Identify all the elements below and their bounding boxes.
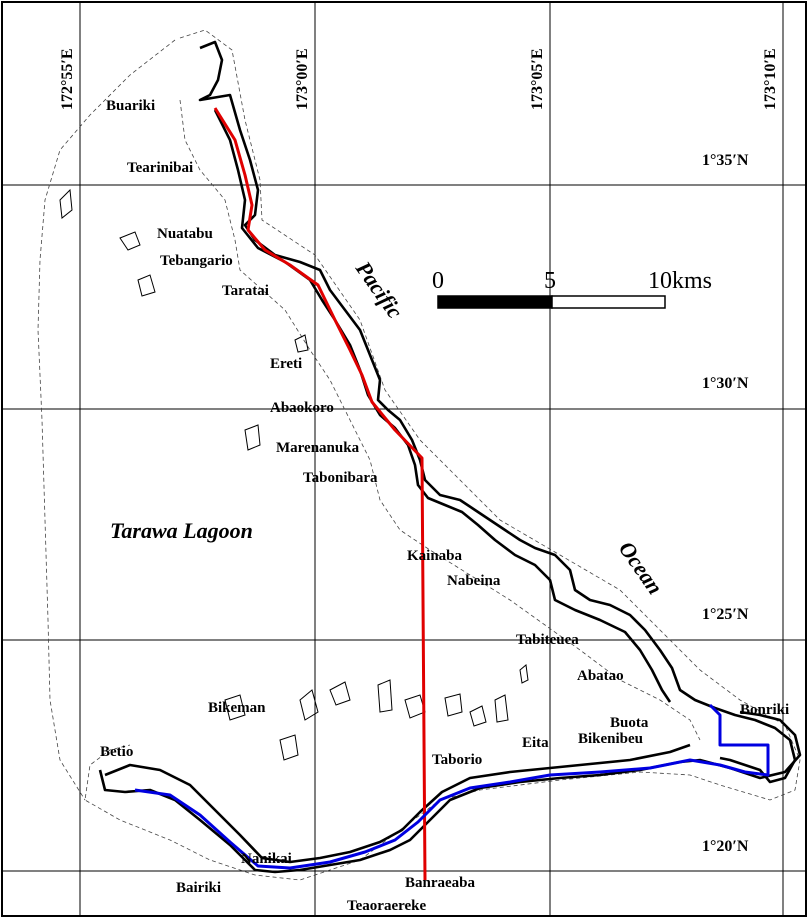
lagoon-islets [59,188,529,761]
latitude-label: 1°30′N [702,375,749,392]
place-label-bonriki: Bonriki [740,702,789,718]
place-labels: Buariki Tearinibai Nuatabu Tebangario Ta… [100,98,789,914]
longitude-label: 173°05′E [529,48,546,110]
place-label-nabeina: Nabeina [447,573,501,589]
scale-label-zero: 0 [432,268,444,294]
place-label-kainaba: Kainaba [407,548,463,564]
place-label-buariki: Buariki [106,98,155,114]
islet [444,693,463,717]
south-road [134,703,770,870]
place-label-ereti: Ereti [270,356,302,372]
place-label-bikeman: Bikeman [208,700,266,716]
ocean-label: Ocean [614,537,668,599]
outer-reef [84,29,801,881]
place-label-betio: Betio [100,744,133,760]
place-label-taborio: Taborio [432,752,482,768]
pacific-label: Pacific [350,256,408,323]
islet [224,694,246,721]
south-tarawa-inner-coast [104,743,691,864]
latitude-label: 1°35′N [702,152,749,169]
islet [329,681,351,706]
place-label-tebangario: Tebangario [160,253,233,269]
islet [299,689,319,721]
islet [404,694,426,719]
scale-label-five: 5 [544,268,556,294]
islet [377,679,393,713]
place-label-abatao: Abatao [577,668,624,684]
place-label-buota: Buota [610,715,649,731]
place-label-tearinibai: Tearinibai [127,160,193,176]
islet [59,188,73,219]
islet [494,694,509,723]
place-label-teaoraereke: Teaoraereke [347,898,426,914]
place-label-abaokoro: Abaokoro [270,400,334,416]
lagoon-label: Tarawa Lagoon [110,518,253,543]
place-label-bikenibeu: Bikenibeu [578,731,643,747]
western-reef [37,39,176,801]
place-label-taratai: Taratai [222,283,269,299]
islet [469,705,487,727]
scale-bar-segment-dark [437,295,553,309]
islet [279,734,299,761]
longitude-label: 172°55′E [59,48,76,110]
place-label-tabonibara: Tabonibara [303,470,378,486]
place-label-eita: Eita [522,735,549,751]
place-label-bairiki: Bairiki [176,880,221,896]
latitude-label: 1°20′N [702,838,749,855]
islet [119,231,141,251]
longitude-label: 173°00′E [294,48,311,110]
scale-label-ten: 10kms [648,268,712,294]
islet [137,274,156,297]
longitude-label: 173°10′E [762,48,779,110]
place-label-marenanuka: Marenanuka [276,440,360,456]
place-label-nanikai: Nanikai [241,851,292,867]
scale-bar-segment-light [551,295,666,309]
scale-bar: 0 5 10kms [432,268,712,309]
north-tarawa-islands [198,40,797,784]
place-label-nuatabu: Nuatabu [157,226,213,242]
islet [294,334,309,353]
south-tarawa-islands [98,710,802,874]
place-label-banraeaba: Banraeaba [405,875,476,891]
islet [519,664,529,684]
latitude-label: 1°25′N [702,606,749,623]
north-road [213,107,427,881]
place-label-tabiteuea: Tabiteuea [516,632,579,648]
islet [244,424,261,451]
northern-inner-reef [179,99,701,741]
